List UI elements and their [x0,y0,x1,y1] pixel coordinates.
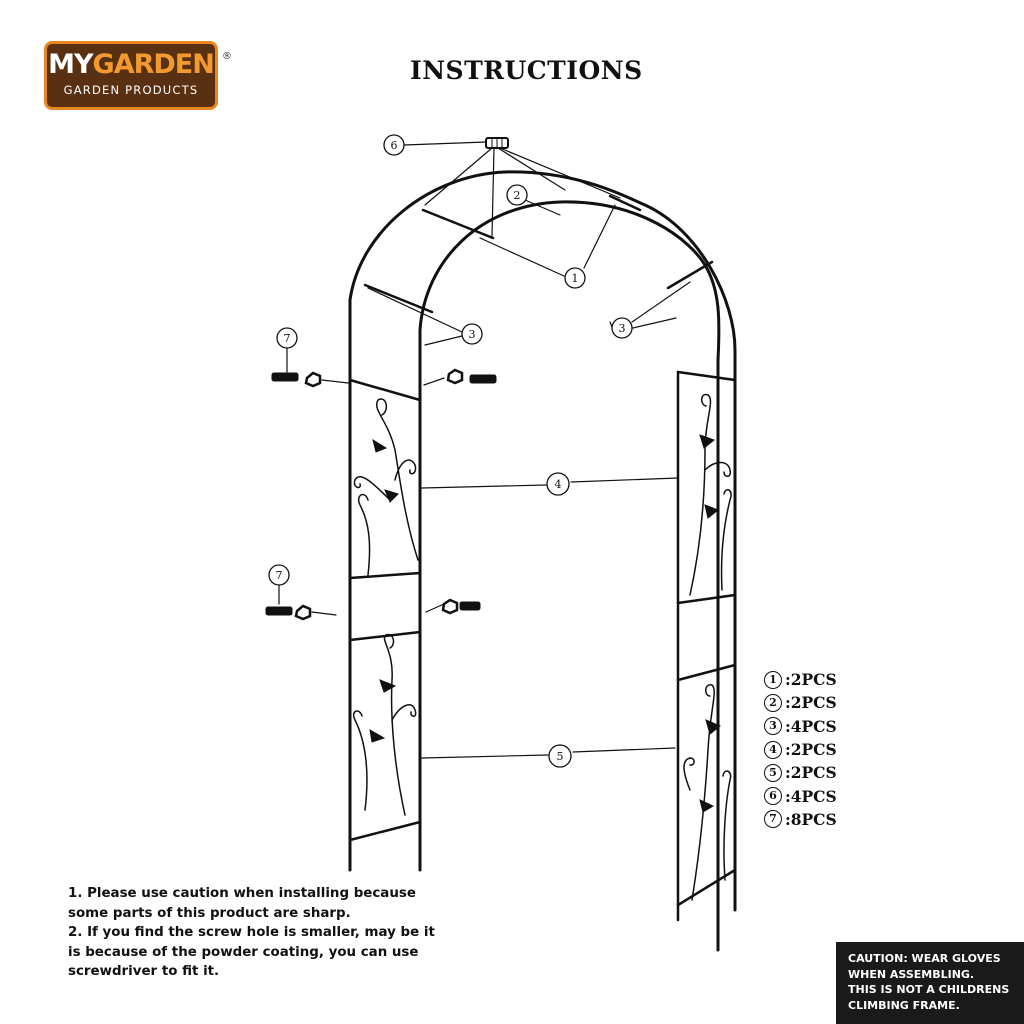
brand-logo: MYGARDEN GARDEN PRODUCTS [44,41,218,110]
part-number: 6 [764,787,782,806]
parts-list-item: 6:4PCS [764,784,837,807]
parts-list-item: 2:2PCS [764,691,837,714]
back-arch-frame [348,170,647,872]
screw-icon [459,601,481,611]
nut-icon [294,604,312,621]
part-quantity: :4PCS [785,786,837,806]
screw-icon [265,606,293,616]
nut-icon [446,368,464,385]
logo-garden: GARDEN [92,49,215,80]
note-2: 2. If you find the screw hole is smaller… [68,925,435,979]
safety-notes: 1. Please use caution when installing be… [68,884,448,982]
callout-2 [506,184,528,206]
logo-my: MY [48,49,93,80]
caution-line: CLIMBING FRAME. [848,998,960,1012]
parts-list-item: 1:2PCS [764,668,837,691]
nut-icon [304,371,322,388]
part-quantity: :2PCS [785,763,837,783]
callout-3 [461,323,483,345]
logo-wordmark: MYGARDEN [47,48,215,82]
callout-label: 6 [391,139,398,152]
note-1: 1. Please use caution when installing be… [68,886,416,921]
part-number: 2 [764,693,782,712]
caution-line: THIS IS NOT A CHILDRENS [848,983,1010,996]
part-quantity: :4PCS [785,716,837,736]
back-arch-right-side [643,203,737,912]
screw-icon [469,374,497,384]
screw-icon [485,137,509,149]
callout-label: 5 [557,750,564,763]
part-number: 4 [764,740,782,759]
registered-mark: ® [222,51,232,62]
callout-7 [276,327,298,349]
caution-line: CAUTION: WEAR GLOVES [848,952,1001,965]
part-number: 7 [764,810,782,829]
callout-7 [268,564,290,586]
parts-list-item: 5:2PCS [764,761,837,784]
callout-label: 3 [619,322,626,335]
part-quantity: :2PCS [785,670,837,690]
callout-label: 4 [555,478,562,491]
part-number: 1 [764,670,782,689]
callout-label: 2 [514,189,521,202]
part-quantity: :8PCS [785,809,837,829]
part-quantity: :2PCS [785,740,837,760]
parts-list-item: 3:4PCS [764,715,837,738]
callout-label: 7 [284,332,291,345]
caution-box: CAUTION: WEAR GLOVES WHEN ASSEMBLING. TH… [836,942,1024,1024]
part-quantity: :2PCS [785,693,837,713]
callout-label: 7 [276,569,283,582]
callout-label: 3 [469,328,476,341]
part-number: 3 [764,717,782,736]
callout-4 [546,472,570,496]
part-number: 5 [764,763,782,782]
callout-5 [548,744,572,768]
front-arch-frame [418,200,721,952]
callout-6 [383,134,405,156]
nut-icon [441,598,459,615]
caution-line: WHEN ASSEMBLING. [848,967,975,981]
parts-list-item: 7:8PCS [764,808,837,831]
screw-icon [271,372,299,382]
parts-list-item: 4:2PCS [764,738,837,761]
page-title: INSTRUCTIONS [410,56,643,85]
callout-3 [611,317,633,339]
callout-1 [564,267,586,289]
logo-tagline: GARDEN PRODUCTS [63,83,199,97]
callout-label: 1 [572,272,579,285]
parts-list: 1:2PCS 2:2PCS 3:4PCS 4:2PCS 5:2PCS 6:4PC… [764,668,837,831]
